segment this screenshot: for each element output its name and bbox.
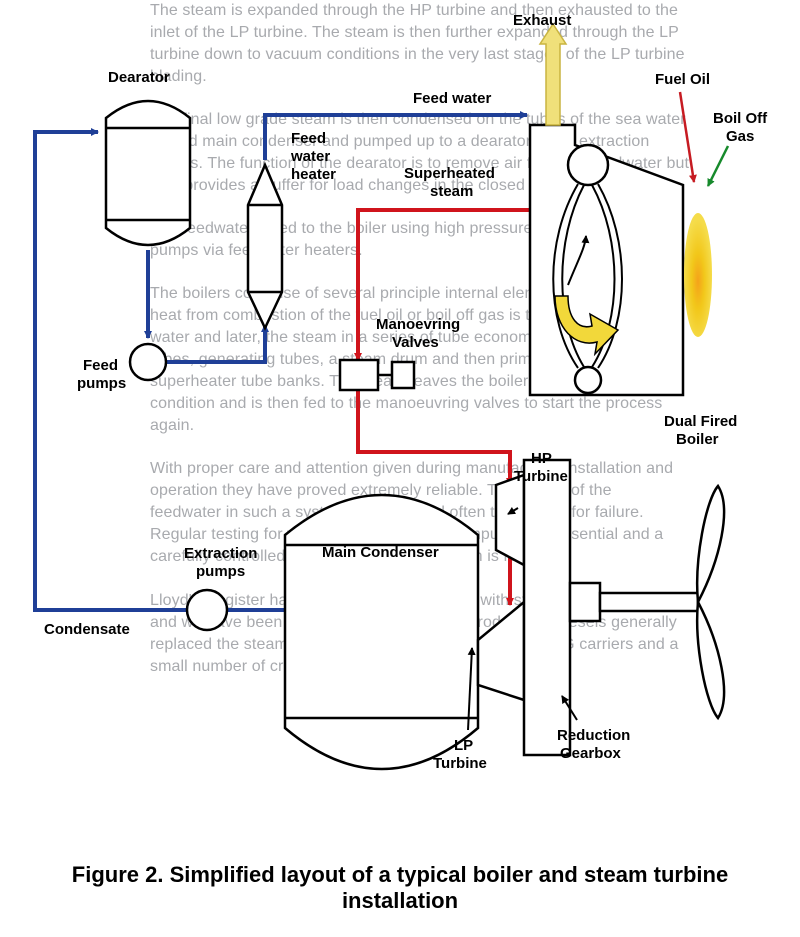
heater-to-boiler-line [263,111,528,160]
water-drum [573,365,603,395]
label-lp-turbine: LP [454,737,473,754]
label-superheated-steam: Superheated [404,165,495,182]
label-boil-off-gas: Boil Off [713,110,768,127]
boil-off-gas-arrow [706,145,730,187]
label-exhaust: Exhaust [513,12,571,29]
background-text-line: again. [150,417,195,434]
label-feed-water-heater-2: water [290,148,330,165]
label-reduction-gearbox-2: Gearbox [560,745,622,762]
label-manoeuvring-valves: Manoevring [376,316,460,333]
figure-caption-line-1: Figure 2. Simplified layout of a typical… [71,862,729,887]
label-dual-fired-boiler: Dual Fired [664,413,737,430]
background-text-line: blading. [150,68,207,85]
label-condensate: Condensate [44,621,130,638]
label-lp-turbine-2: Turbine [433,755,487,772]
feed-pump-to-heater-line [166,324,269,364]
label-feed-pumps: Feed [83,357,118,374]
gearbox-leader [561,695,578,721]
label-feed-water: Feed water [413,90,492,107]
gas-flow-arrow [554,295,620,357]
label-boil-off-gas-2: Gas [726,128,754,145]
condensate-return-line [33,128,186,612]
burner-flame [684,213,712,337]
hp-turbine [494,473,526,568]
label-manoeuvring-valves-2: Valves [392,334,439,351]
label-dual-fired-boiler-2: Boiler [676,431,719,448]
label-feed-water-heater-3: heater [291,166,336,183]
feed-water-heater [246,161,284,331]
label-hp-turbine-2: Turbine [514,468,568,485]
dearator [104,99,192,247]
dual-fired-boiler [528,123,685,397]
feed-pump [128,342,168,382]
background-text-line: condition and is then fed to the manoeuv… [150,395,663,412]
valves-to-hp-turbine-line [356,390,514,486]
feed-water-circuit [33,111,528,612]
propeller-shaft [568,581,700,623]
reduction-gearbox [522,458,572,757]
label-extraction-pumps: Extraction [184,545,257,562]
leader-lines [467,506,578,731]
hp-turbine-leader [507,506,519,515]
label-fuel-oil: Fuel Oil [655,71,710,88]
steam-drum [566,143,610,187]
extraction-pump [185,588,229,632]
manoeuvring-valves [338,358,416,392]
label-reduction-gearbox: Reduction [557,727,630,744]
lp-turbine [476,599,526,702]
diagram-labels: Exhaust Dearator Feed water Fuel Oil Boi… [44,12,768,772]
label-feed-water-heater: Feed [291,130,326,147]
figure-caption-line-2: installation [341,888,459,913]
background-text-line: The steam is expanded through the HP tur… [150,2,678,19]
label-hp-turbine: HP [531,450,552,467]
label-main-condenser: Main Condenser [322,544,439,561]
background-text-line: water and later, the steam in a series o… [150,329,648,346]
background-text-line: cooled main condenser and pumped up to a… [150,133,650,150]
label-superheated-steam-2: steam [430,183,473,200]
lp-turbine-leader [467,647,476,731]
superheated-steam-line [354,208,578,361]
fuel-oil-arrow [678,91,697,183]
label-extraction-pumps-2: pumps [196,563,245,580]
label-feed-pumps-2: pumps [77,375,126,392]
main-condenser [283,493,480,771]
propeller [696,483,726,721]
label-dearator: Dearator [108,69,170,86]
exhaust-arrow [538,22,568,126]
